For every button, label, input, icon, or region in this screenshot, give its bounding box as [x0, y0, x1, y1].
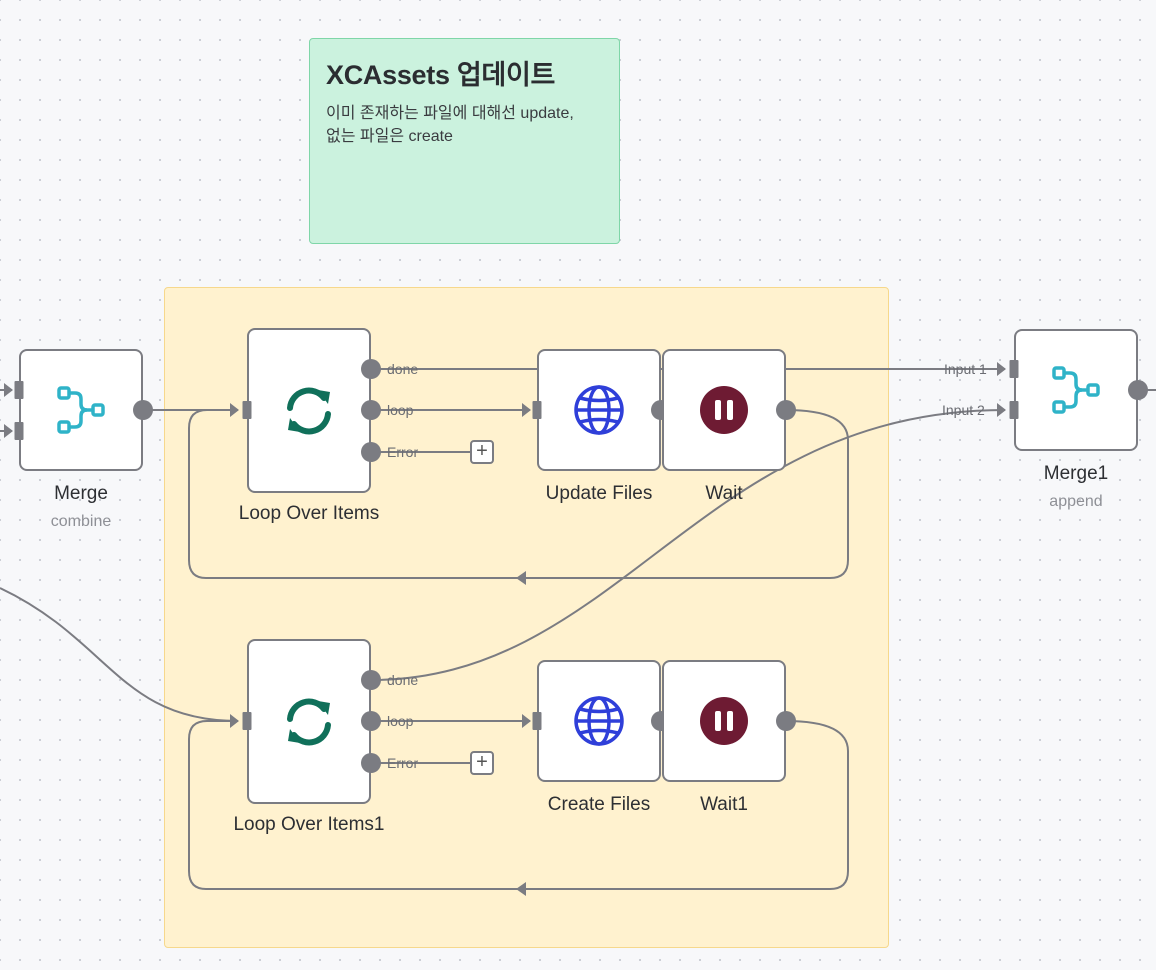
- create-files-node[interactable]: [537, 660, 661, 782]
- loop-over-items1-label: Loop Over Items1: [233, 814, 385, 835]
- edge-wait-back-to-loop1: [188, 409, 849, 579]
- loop-over-items1-loop-output[interactable]: [361, 711, 381, 731]
- pause-icon: [700, 386, 748, 434]
- arrow-into-update: [522, 403, 531, 417]
- arrow-into-merge1-in2: [997, 403, 1006, 417]
- loop-over-items-loop-output[interactable]: [361, 400, 381, 420]
- merge1-subtitle: append: [1049, 493, 1103, 510]
- loop-over-items-error-label: Error: [387, 444, 419, 460]
- loop-over-items1-done-output[interactable]: [361, 670, 381, 690]
- loop-over-items-error-output[interactable]: [361, 442, 381, 462]
- wait-node[interactable]: [662, 349, 786, 471]
- merge1-input-1[interactable]: [1009, 360, 1019, 378]
- merge1-icon: [1052, 366, 1100, 414]
- merge1-input-1-label: Input 1: [944, 361, 987, 377]
- merge1-label: Merge1: [1043, 463, 1109, 484]
- loop-over-items1-done-label: done: [387, 672, 419, 688]
- loop-over-items-loop-label: loop: [387, 402, 414, 418]
- arrow-loop1-return: [516, 571, 526, 585]
- arrow-loop2-return: [516, 882, 526, 896]
- loop-over-items1-input[interactable]: [242, 712, 252, 730]
- loop-over-items-done-output[interactable]: [361, 359, 381, 379]
- create-files-label: Create Files: [547, 794, 651, 815]
- arrow-into-create: [522, 714, 531, 728]
- loop-over-items-error-add-button[interactable]: +: [470, 440, 494, 464]
- sticky-note[interactable]: XCAssets 업데이트 이미 존재하는 파일에 대해선 update, 없는…: [309, 38, 620, 244]
- merge-output[interactable]: [133, 400, 153, 420]
- arrow-into-loop2: [230, 714, 239, 728]
- update-files-input[interactable]: [532, 401, 542, 419]
- loop-over-items-label: Loop Over Items: [238, 503, 380, 524]
- edge-external-to-loop2: [0, 587, 239, 722]
- loop-over-items1-error-label: Error: [387, 755, 419, 771]
- merge1-input-2-label: Input 2: [942, 402, 985, 418]
- wait1-node[interactable]: [662, 660, 786, 782]
- edge-loop2-done-to-merge1: [370, 409, 1006, 681]
- merge1-output[interactable]: [1128, 380, 1148, 400]
- wait-label: Wait: [705, 483, 743, 504]
- pause-icon: [700, 697, 748, 745]
- edge-wait1-back-to-loop2: [188, 720, 849, 890]
- merge-node[interactable]: [19, 349, 143, 471]
- loop-over-items-input[interactable]: [242, 401, 252, 419]
- loop-icon: [287, 387, 331, 434]
- merge-label: Merge: [54, 483, 108, 504]
- loop-over-items1-error-output[interactable]: [361, 753, 381, 773]
- merge-icon: [57, 386, 105, 434]
- globe-icon: [574, 385, 624, 435]
- merge1-node[interactable]: [1014, 329, 1138, 451]
- sticky-note-body: 이미 존재하는 파일에 대해선 update, 없는 파일은 create: [326, 105, 574, 145]
- merge-input-1[interactable]: [14, 381, 24, 399]
- merge-input-2[interactable]: [14, 422, 24, 440]
- update-files-label: Update Files: [545, 483, 653, 504]
- wait1-label: Wait1: [700, 794, 748, 815]
- update-files-node[interactable]: [537, 349, 661, 471]
- loop-over-items-done-label: done: [387, 361, 419, 377]
- loop-over-items-node[interactable]: [247, 328, 371, 493]
- wait-output[interactable]: [776, 400, 796, 420]
- globe-icon: [574, 696, 624, 746]
- wait1-output[interactable]: [776, 711, 796, 731]
- loop-over-items1-loop-label: loop: [387, 713, 414, 729]
- sticky-note-title: XCAssets 업데이트: [326, 60, 556, 90]
- arrow-into-loop1: [230, 403, 239, 417]
- merge1-input-2[interactable]: [1009, 401, 1019, 419]
- arrow-into-merge-in1: [4, 383, 13, 397]
- arrow-into-merge-in2: [4, 424, 13, 438]
- arrow-into-merge1-in1: [997, 362, 1006, 376]
- loop-over-items1-error-add-button[interactable]: +: [470, 751, 494, 775]
- loop-over-items1-node[interactable]: [247, 639, 371, 804]
- create-files-input[interactable]: [532, 712, 542, 730]
- merge-subtitle: combine: [50, 513, 112, 530]
- loop-icon: [287, 698, 331, 745]
